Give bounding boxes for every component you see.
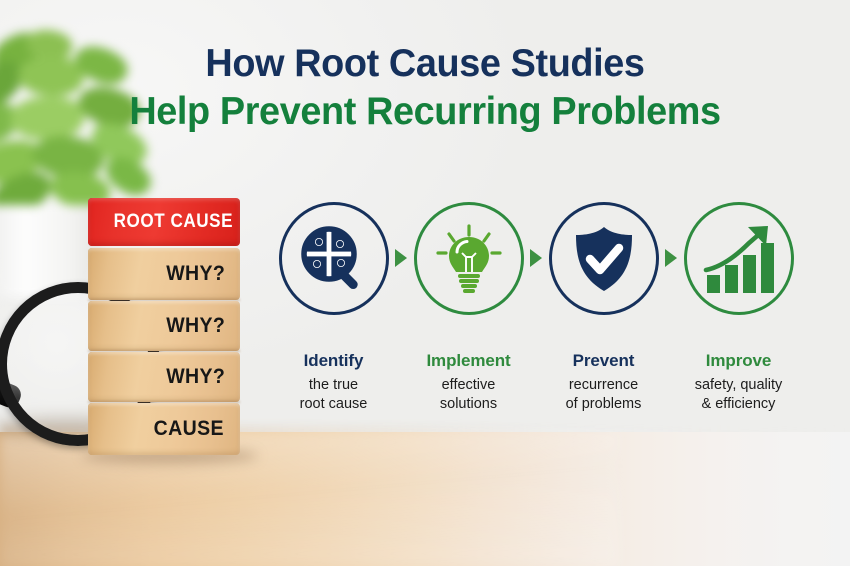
step-description: safety, quality & efficiency — [695, 376, 783, 414]
block-root-cause: ROOT CAUSE — [88, 198, 240, 246]
block-front-face: ROOT CAUSE — [88, 198, 240, 246]
step-improve: Improve safety, quality & efficiency — [673, 202, 804, 414]
growth-bar-chart-icon — [701, 223, 777, 295]
lightbulb-icon — [432, 222, 506, 296]
block-label: CAUSE — [154, 417, 225, 440]
step-title: Improve — [705, 351, 772, 370]
arrow-icon-2 — [530, 249, 542, 267]
block-why-3: WHY? — [88, 352, 240, 402]
step-title: Prevent — [572, 351, 635, 370]
step-icon-ring — [413, 202, 524, 315]
step-identify: Identify the true root cause — [268, 202, 399, 414]
block-cause: CAUSE — [88, 403, 240, 455]
block-label: WHY? — [165, 262, 225, 285]
step-prevent: Prevent recurrence of problems — [538, 202, 669, 414]
step-desc-line-2: solutions — [439, 396, 498, 412]
step-desc-line-1: recurrence — [568, 377, 639, 393]
step-title: Identify — [303, 351, 364, 370]
step-desc-line-2: & efficiency — [701, 396, 776, 412]
block-front-face: WHY? — [88, 352, 240, 402]
step-desc-line-1: the true — [308, 377, 359, 393]
wooden-block-stack: ROOT CAUSE WHY? WHY? WHY? — [78, 198, 258, 464]
step-implement: Implement effective solutions — [403, 202, 534, 414]
block-label: WHY? — [165, 314, 225, 337]
block-why-1: WHY? — [88, 248, 240, 300]
arrow-icon-1 — [395, 249, 407, 267]
step-title: Implement — [426, 351, 511, 370]
block-seam — [88, 401, 240, 403]
headline-line-2: Help Prevent Recurring Problems — [129, 90, 721, 133]
block-seam — [88, 350, 240, 352]
step-description: recurrence of problems — [566, 376, 642, 414]
step-description: the true root cause — [300, 376, 368, 414]
block-why-2: WHY? — [88, 301, 240, 351]
shield-check-icon — [568, 223, 640, 295]
step-desc-line-2: root cause — [299, 396, 368, 412]
arrow-icon-3 — [665, 249, 677, 267]
block-label: ROOT CAUSE — [113, 211, 233, 232]
block-seam — [88, 299, 240, 301]
puzzle-magnifier-icon — [297, 222, 371, 296]
step-desc-line-1: safety, quality — [694, 377, 783, 393]
block-label: WHY? — [165, 365, 225, 388]
block-front-face: CAUSE — [88, 403, 240, 455]
step-icon-ring — [683, 202, 794, 315]
block-front-face: WHY? — [88, 301, 240, 351]
step-desc-line-2: of problems — [565, 396, 642, 412]
block-front-face: WHY? — [88, 248, 240, 300]
step-icon-ring — [548, 202, 659, 315]
process-steps: Identify the true root cause — [268, 202, 834, 442]
headline: How Root Cause Studies Help Prevent Recu… — [0, 40, 850, 136]
step-icon-ring — [278, 202, 389, 315]
headline-line-1: How Root Cause Studies — [205, 42, 645, 85]
step-description: effective solutions — [440, 376, 497, 414]
step-desc-line-1: effective — [441, 377, 496, 393]
